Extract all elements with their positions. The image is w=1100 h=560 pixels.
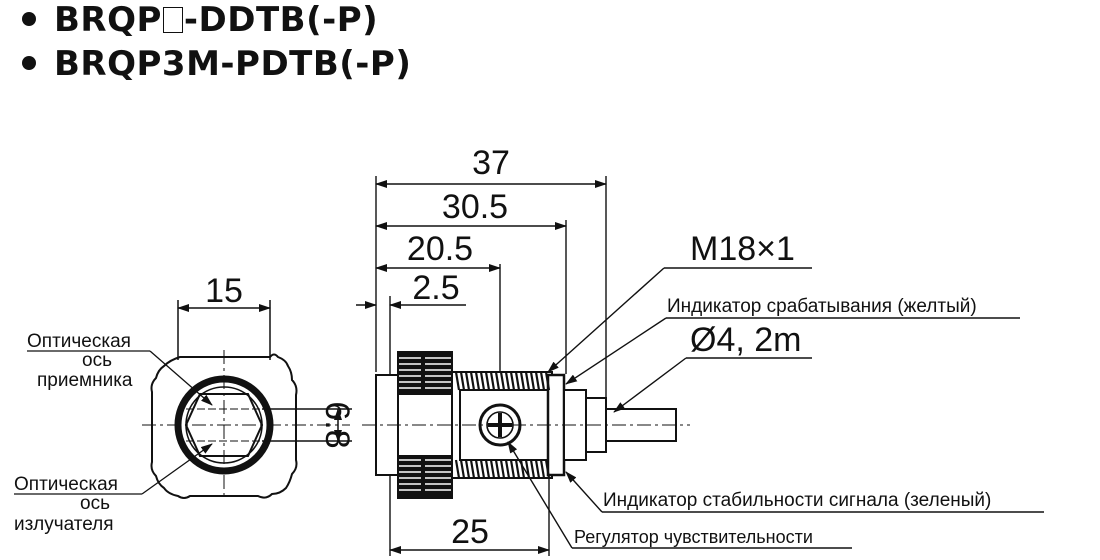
thread-line xyxy=(509,459,516,479)
svg-text:Индикатор срабатывания (желтый: Индикатор срабатывания (желтый) xyxy=(667,296,977,317)
thread-line xyxy=(484,459,491,479)
thread-line xyxy=(524,371,531,391)
emitter-axis-callout: Оптическая ось излучателя xyxy=(14,443,213,535)
svg-text:ось: ось xyxy=(82,350,112,371)
thread-line xyxy=(474,371,481,391)
thread-line xyxy=(494,371,501,391)
dim-front-width xyxy=(177,300,271,360)
thread-line xyxy=(519,459,526,479)
thread-line xyxy=(514,371,521,391)
thread-line xyxy=(459,371,466,391)
stability-indicator-callout: Индикатор стабильности сигнала (зеленый) xyxy=(565,471,1044,513)
bullet-icon xyxy=(22,11,36,26)
thread-line xyxy=(489,459,496,479)
thread-line xyxy=(534,371,541,391)
svg-text:ось: ось xyxy=(80,493,110,514)
thread-line xyxy=(494,459,501,479)
thread-line xyxy=(534,459,541,479)
thread-callout: M18×1 xyxy=(547,230,812,373)
title-line-1: BRQP-DDTB(-P) xyxy=(22,0,378,40)
thread-line xyxy=(489,371,496,391)
thread-line xyxy=(499,371,506,391)
thread-line xyxy=(504,371,511,391)
thread-line xyxy=(479,459,486,479)
thread-line xyxy=(539,459,546,479)
thread-line xyxy=(464,459,471,479)
sensitivity-adjuster-callout: Регулятор чувствительности xyxy=(507,441,852,549)
dim-30-5-label: 30.5 xyxy=(442,188,508,226)
thread-line xyxy=(454,371,461,391)
thread-line xyxy=(504,459,511,479)
thread-line xyxy=(509,371,516,391)
dim-15-label: 15 xyxy=(205,272,243,310)
thread-hatching xyxy=(454,371,551,479)
thread-line xyxy=(529,459,536,479)
svg-text:Регулятор чувствительности: Регулятор чувствительности xyxy=(574,527,813,547)
front-nut-outline xyxy=(150,353,298,499)
nut-knurl-lines xyxy=(399,357,451,491)
thread-line xyxy=(469,459,476,479)
thread-line xyxy=(529,371,536,391)
thread-line xyxy=(469,371,476,391)
svg-text:Оптическая: Оптическая xyxy=(14,474,118,495)
side-dimension-lines xyxy=(356,176,607,556)
bullet-icon xyxy=(22,55,36,70)
svg-text:M18×1: M18×1 xyxy=(690,230,795,268)
front-view xyxy=(142,350,350,500)
thread-line xyxy=(474,459,481,479)
dim-axis-spacing xyxy=(262,408,352,442)
thread-line xyxy=(544,371,551,391)
svg-text:излучателя: излучателя xyxy=(14,514,114,535)
dim-6-8-label: 6.8 xyxy=(318,401,356,448)
thread-line xyxy=(479,371,486,391)
thread-line xyxy=(459,459,466,479)
operation-indicator-callout: Индикатор срабатывания (желтый) xyxy=(565,296,1020,385)
receiver-axis-callout: Оптическая ось приемника xyxy=(27,331,213,406)
model-placeholder-box xyxy=(162,7,183,33)
svg-text:Индикатор стабильности сигнала: Индикатор стабильности сигнала (зеленый) xyxy=(603,490,991,511)
thread-line xyxy=(484,371,491,391)
svg-text:приемника: приемника xyxy=(37,370,133,391)
svg-text:Оптическая: Оптическая xyxy=(27,331,131,352)
dim-37-label: 37 xyxy=(472,144,510,182)
dim-25-label: 25 xyxy=(451,513,489,551)
svg-text:Ø4, 2m: Ø4, 2m xyxy=(690,321,801,359)
thread-line xyxy=(539,371,546,391)
thread-line xyxy=(464,371,471,391)
cable-callout: Ø4, 2m xyxy=(613,321,812,413)
dim-2-5-label: 2.5 xyxy=(412,269,459,307)
thread-line xyxy=(499,459,506,479)
dim-20-5-label: 20.5 xyxy=(407,230,473,268)
thread-line xyxy=(454,459,461,479)
thread-line xyxy=(519,371,526,391)
title-line-2: BRQP3M-PDTB(-P) xyxy=(22,44,411,84)
thread-line xyxy=(544,459,551,479)
thread-line xyxy=(514,459,521,479)
